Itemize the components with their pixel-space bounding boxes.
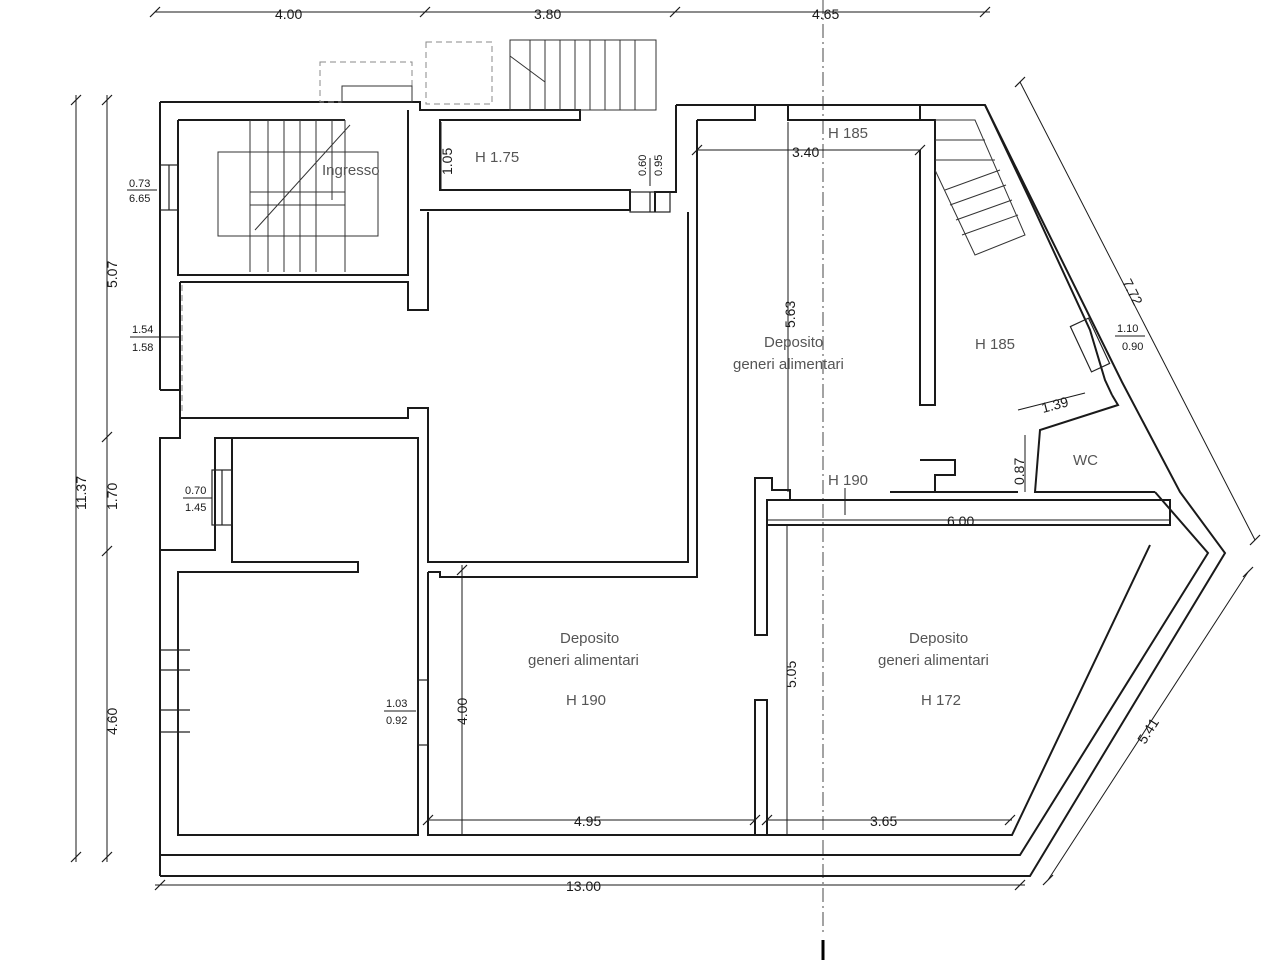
- dim-left-2: 1.70: [104, 483, 120, 510]
- dimension-lines: [70, 6, 1261, 891]
- room-deposito-upper-sub: generi alimentari: [733, 356, 844, 373]
- w5-a: 0.60: [637, 155, 649, 176]
- w2-a: 1.54: [132, 324, 153, 336]
- w3-b: 1.45: [185, 502, 206, 514]
- w6-b: 0.90: [1122, 341, 1143, 353]
- room-deposito-mid-title: Deposito: [560, 630, 619, 647]
- dim-left-1: 5.07: [104, 261, 120, 288]
- w4-b: 0.92: [386, 715, 407, 727]
- dim-left-total: 11.37: [73, 476, 89, 510]
- dim-top-2: 3.80: [534, 6, 561, 22]
- dim-wc-h: 0.87: [1011, 458, 1027, 485]
- room-wc: WC: [1073, 452, 1098, 469]
- dim-right-upper: 7.72: [1119, 276, 1146, 308]
- room-labels: Ingresso H 1.75 H 185 Deposito generi al…: [322, 125, 1098, 709]
- room-right-height: H 185: [975, 336, 1015, 353]
- outer-walls: [159, 101, 1227, 877]
- staircase-top: [319, 39, 657, 111]
- dim-corridor-h: 1.05: [439, 148, 455, 175]
- dim-mid-depth: 4.00: [454, 698, 470, 725]
- room-corridor-height: H 1.75: [475, 149, 519, 166]
- dim-lower-width: 6.00: [947, 513, 974, 529]
- room-top-height: H 185: [828, 125, 868, 142]
- room-deposito-mid-height: H 190: [566, 692, 606, 709]
- room-ingresso: Ingresso: [322, 162, 380, 179]
- room-passage-height: H 190: [828, 472, 868, 489]
- staircase-ingresso: [217, 119, 379, 272]
- room-deposito-right-height: H 172: [921, 692, 961, 709]
- w1-b: 6.65: [129, 193, 150, 205]
- dim-mid-width: 4.95: [574, 813, 601, 829]
- dim-left-3: 4.60: [104, 708, 120, 735]
- openings: [159, 164, 1111, 760]
- staircase-right: [934, 119, 1026, 256]
- dim-right-width: 3.65: [870, 813, 897, 829]
- w3-a: 0.70: [185, 485, 206, 497]
- dim-top-1: 4.00: [275, 6, 302, 22]
- room-deposito-mid-sub: generi alimentari: [528, 652, 639, 669]
- w2-b: 1.58: [132, 342, 153, 354]
- interior-walls: [160, 104, 1171, 836]
- dim-upper-depth: 5.63: [782, 301, 798, 328]
- dim-right-depth: 5.05: [783, 661, 799, 688]
- dim-right-lower: 5.41: [1134, 715, 1162, 747]
- dim-diag-1: 1.39: [1040, 393, 1071, 416]
- w5-b: 0.95: [653, 155, 665, 176]
- room-deposito-upper-title: Deposito: [764, 334, 823, 351]
- dim-upper-width: 3.40: [792, 144, 819, 160]
- dim-total-bottom: 13.00: [566, 878, 601, 894]
- room-deposito-right-sub: generi alimentari: [878, 652, 989, 669]
- room-deposito-right-title: Deposito: [909, 630, 968, 647]
- dim-top-3: 4.65: [812, 6, 839, 22]
- w4-a: 1.03: [386, 698, 407, 710]
- opening-labels: 0.73 6.65 1.54 1.58 0.70 1.45 1.03 0.92 …: [127, 155, 1145, 727]
- w6-a: 1.10: [1117, 323, 1138, 335]
- dimension-labels: 4.00 3.80 4.65 13.00 11.37 5.07 1.70 4.6…: [73, 6, 1162, 894]
- w1-a: 0.73: [129, 178, 150, 190]
